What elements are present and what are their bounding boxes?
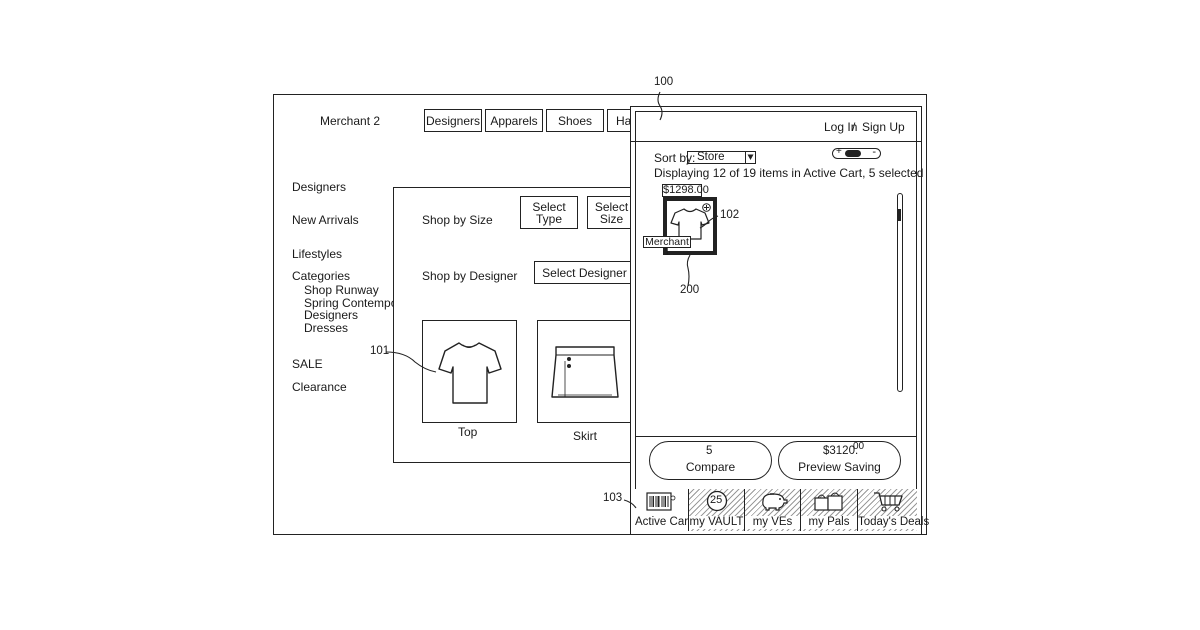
select-type-line2: Type — [536, 213, 562, 225]
select-type-button[interactable]: Select Type — [520, 196, 578, 229]
tab-todays-deals[interactable]: Today's Deals — [857, 489, 917, 531]
nav-apparels[interactable]: Apparels — [485, 109, 543, 132]
zoom-slider[interactable]: + - — [832, 148, 881, 159]
compare-label: Compare — [650, 460, 771, 474]
shopping-bags-icon — [812, 491, 846, 511]
login-separator: / — [852, 121, 855, 134]
merchant-title: Merchant 2 — [320, 115, 380, 128]
item-price-tag: $1298.00 — [662, 184, 702, 197]
tab-my-ves[interactable]: my VEs — [744, 489, 800, 531]
zoom-slider-handle[interactable] — [845, 150, 861, 157]
sidebar-item-clearance[interactable]: Clearance — [292, 381, 347, 394]
compare-button[interactable]: 5 Compare — [649, 441, 772, 480]
signup-link[interactable]: Sign Up — [862, 121, 905, 134]
product-card-skirt[interactable] — [537, 320, 632, 423]
piggy-bank-icon — [757, 491, 789, 511]
ref-numeral-102: 102 — [720, 209, 739, 221]
sidebar-item-lifestyles[interactable]: Lifestyles — [292, 248, 342, 261]
select-size-button[interactable]: Select Size — [587, 196, 635, 229]
scrollbar-thumb[interactable] — [898, 209, 901, 221]
shop-by-designer-label: Shop by Designer — [422, 270, 517, 283]
sidebar-item-categories[interactable]: Categories — [292, 270, 350, 283]
sidebar-item-new-arrivals[interactable]: New Arrivals — [292, 214, 359, 227]
vault-count: 25 — [710, 494, 722, 506]
ref-numeral-100: 100 — [654, 76, 673, 88]
tab-label-my-pals: my Pals — [801, 516, 857, 529]
sidebar-item-sale[interactable]: SALE — [292, 358, 323, 371]
product-label-skirt: Skirt — [573, 430, 597, 443]
tshirt-icon — [423, 321, 516, 422]
ref-numeral-101: 101 — [370, 345, 389, 357]
barcode-icon — [646, 492, 676, 512]
product-card-top[interactable] — [422, 320, 517, 423]
select-size-line1: Select — [595, 201, 628, 213]
zoom-minus[interactable]: - — [872, 146, 876, 158]
tab-my-pals[interactable]: my Pals — [800, 489, 857, 531]
cart-display-status: Displaying 12 of 19 items in Active Cart… — [654, 167, 923, 180]
select-type-line1: Select — [532, 201, 565, 213]
preview-saving-button[interactable]: $3120. 00 Preview Saving — [778, 441, 901, 480]
shop-by-size-label: Shop by Size — [422, 214, 493, 227]
saving-label: Preview Saving — [779, 460, 900, 474]
ref-numeral-200: 200 — [680, 284, 699, 296]
shopping-cart-icon — [872, 490, 906, 512]
sort-dropdown[interactable]: Store — [687, 151, 756, 164]
sort-dropdown-value: Store — [697, 152, 725, 163]
zoom-plus[interactable]: + — [836, 146, 842, 157]
product-label-top: Top — [458, 426, 477, 439]
tab-my-vault[interactable]: 25 my VAULT — [688, 489, 744, 531]
sidebar-item-designers[interactable]: Designers — [292, 181, 346, 194]
nav-designers[interactable]: Designers — [424, 109, 482, 132]
select-designer-button[interactable]: Select Designer — [534, 261, 634, 284]
saving-cents: 00 — [853, 441, 864, 452]
nav-shoes[interactable]: Shoes — [546, 109, 604, 132]
chevron-down-icon — [745, 152, 755, 163]
panel-scrollbar[interactable] — [897, 193, 903, 392]
compare-count: 5 — [706, 445, 712, 457]
tab-label-active-cart: Active Cart — [635, 516, 688, 529]
select-size-line2: Size — [600, 213, 623, 225]
item-merchant-tag: Merchant 1 — [643, 236, 691, 248]
tab-label-my-ves: my VEs — [745, 516, 800, 529]
tab-label-my-vault: my VAULT — [689, 516, 744, 529]
add-icon[interactable] — [702, 203, 711, 212]
tab-active-cart[interactable]: Active Cart — [635, 489, 688, 531]
sidebar-subitem-dresses[interactable]: Dresses — [304, 322, 348, 335]
skirt-icon — [538, 321, 631, 422]
ref-numeral-103: 103 — [603, 492, 622, 504]
tab-label-todays-deals: Today's Deals — [858, 516, 917, 529]
